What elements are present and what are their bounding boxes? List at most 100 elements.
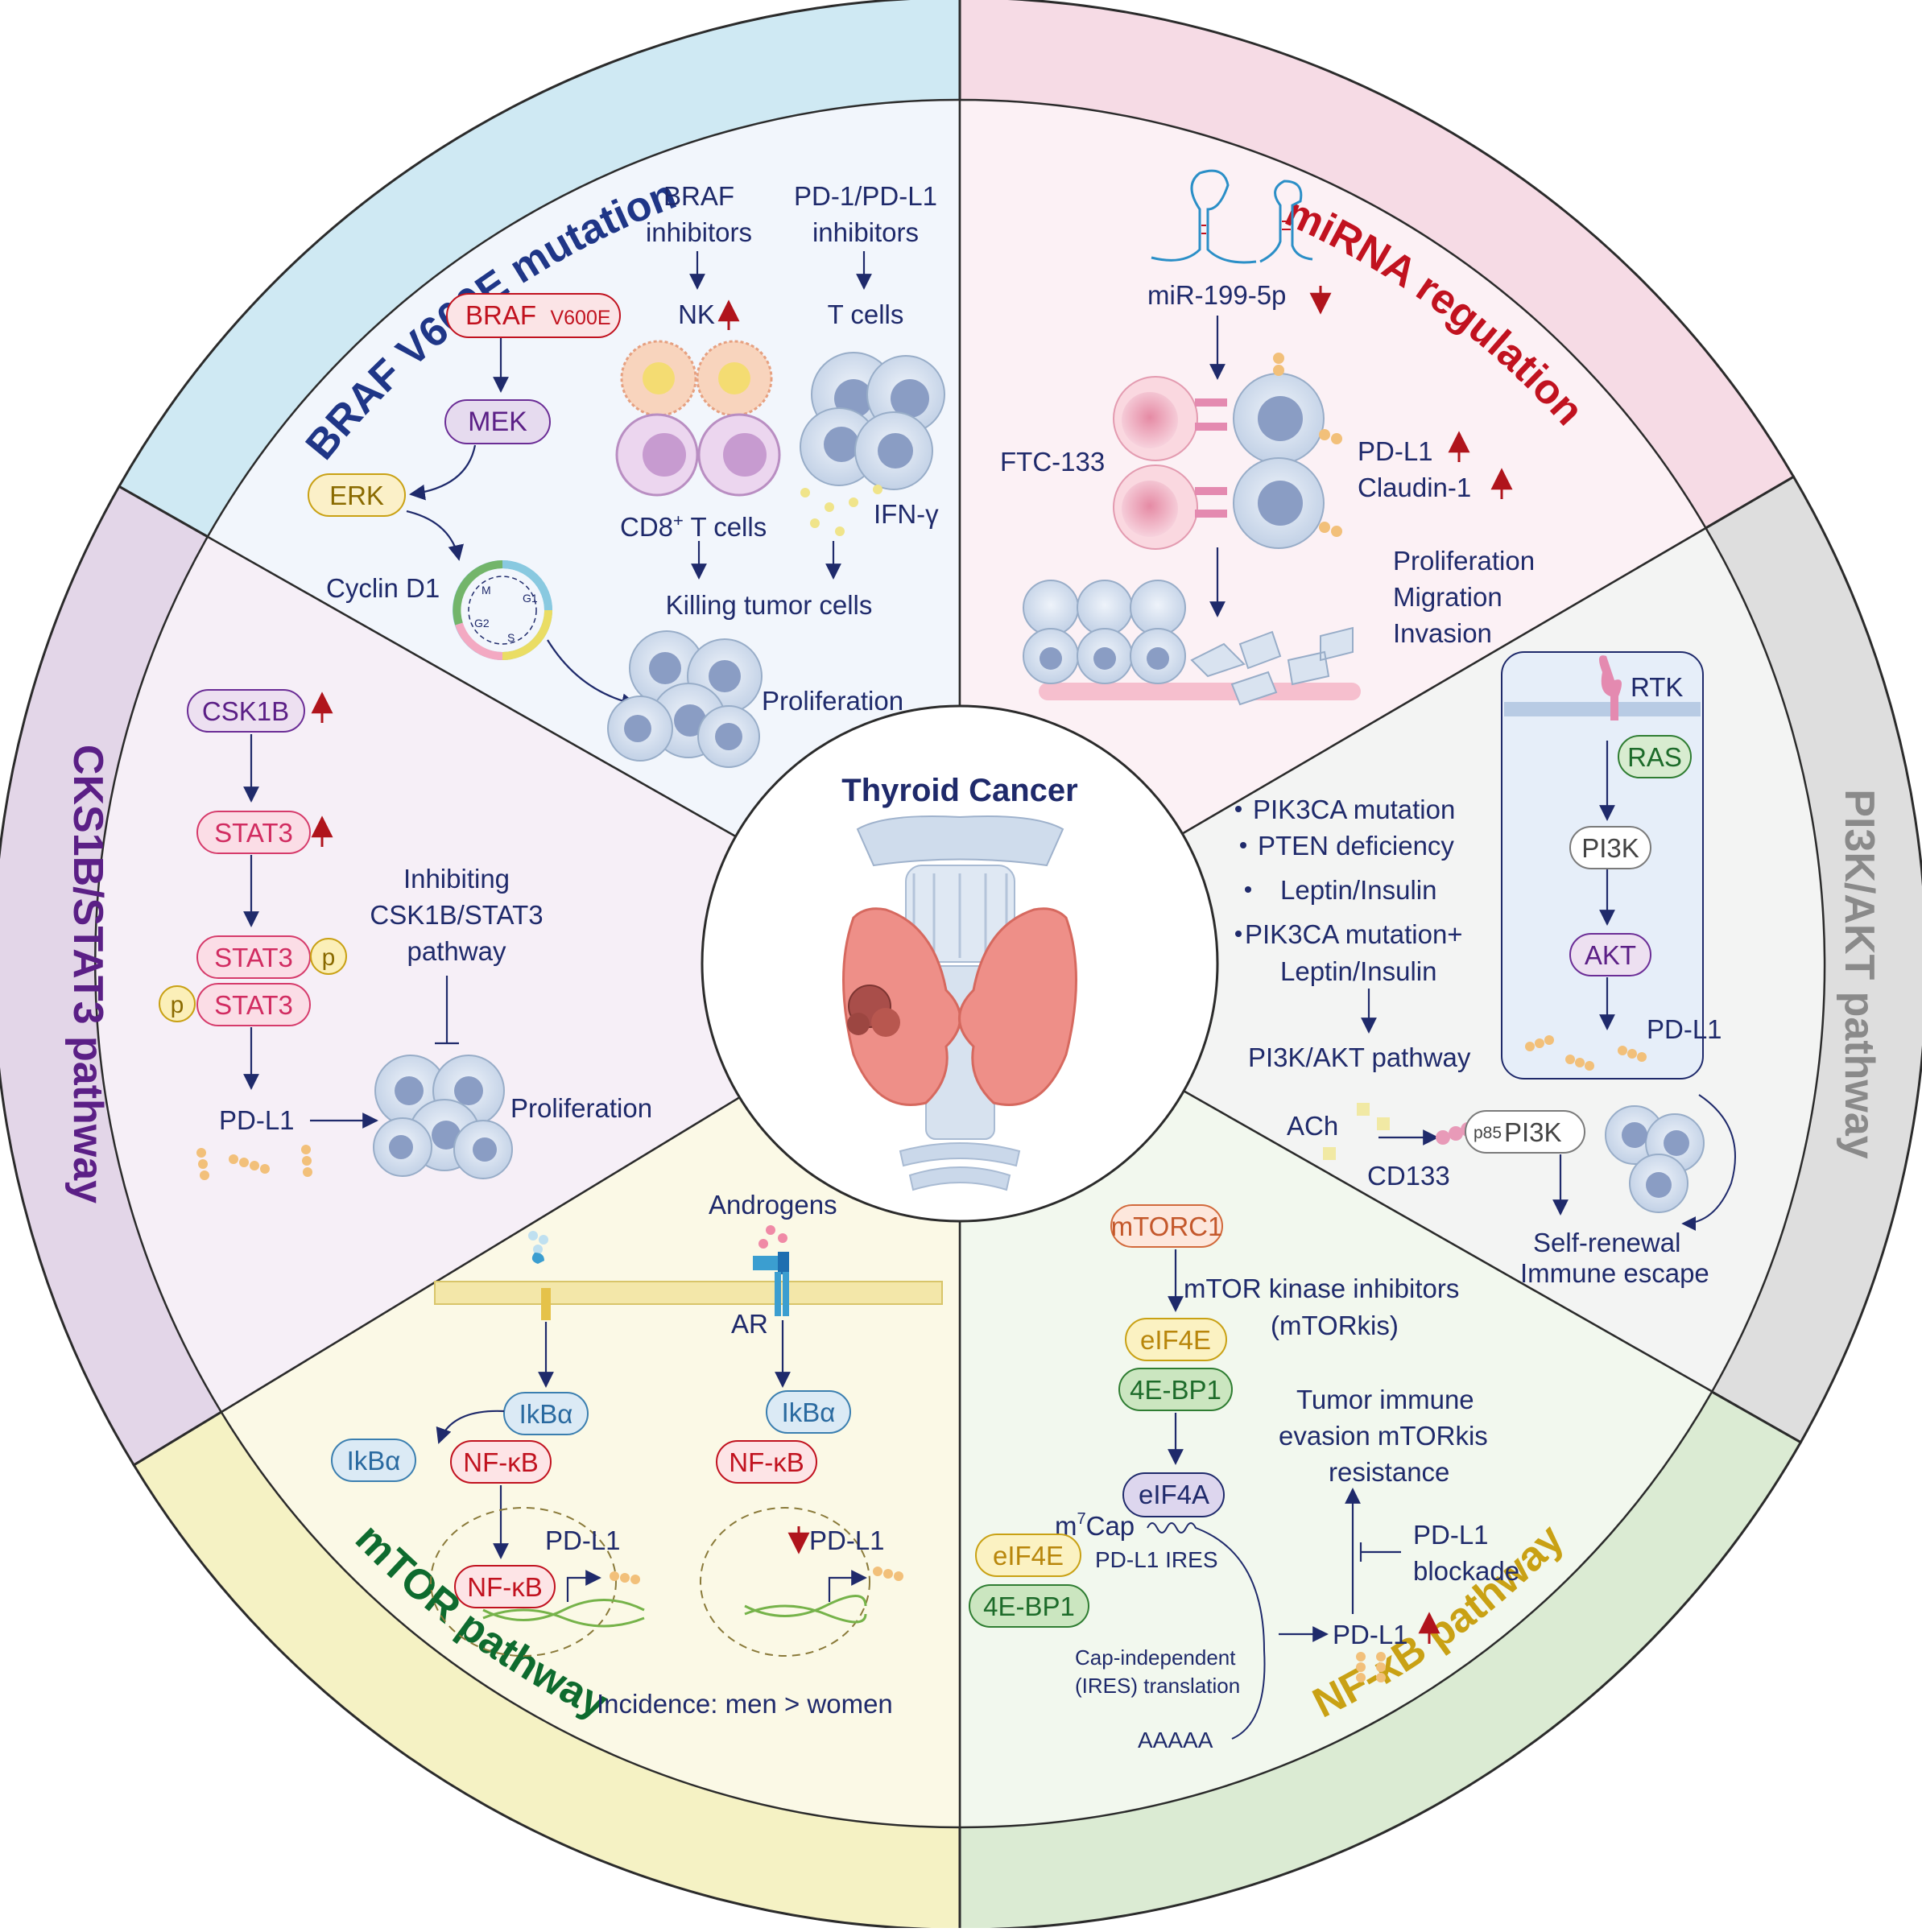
ar-receptor-icon	[753, 1252, 789, 1316]
inner-wedges	[94, 98, 1826, 1829]
ftc-label: FTC-133	[1000, 447, 1105, 477]
ikba-2-label: IkBα	[347, 1446, 401, 1476]
bp1-2-label: 4E-BP1	[983, 1591, 1075, 1621]
ar-label: AR	[731, 1309, 768, 1339]
cd8-label: CD8+ T cells	[620, 510, 767, 542]
p85-pi3k-box	[1465, 1110, 1585, 1154]
pdl1-protein	[894, 1571, 903, 1581]
mtor-pdl1-label: PD-L1	[1333, 1620, 1408, 1649]
eif4a-box	[1122, 1472, 1225, 1517]
mir-label: miR-199-5p	[1147, 280, 1286, 310]
pi3k-title: PI3K/AKT pathway	[1836, 789, 1883, 1158]
mek-box	[444, 399, 551, 444]
p85-label: p85	[1474, 1124, 1502, 1142]
cell-cycle-icon: M G1 G2 S	[453, 560, 552, 660]
androgen-particle	[758, 1239, 768, 1249]
ikba-2-box	[331, 1439, 416, 1482]
erk-label: ERK	[329, 481, 384, 510]
arrow-erk-cycle	[406, 510, 464, 561]
mtor-inhib-line2: (mTORkis)	[1271, 1311, 1399, 1340]
nfkb-2-label: NF-κB	[729, 1447, 804, 1477]
cd133-receptor	[1449, 1126, 1463, 1141]
eif4a-label: eIF4A	[1139, 1480, 1209, 1509]
pdl1-protein	[873, 1567, 882, 1576]
bullet-dot-3	[1245, 886, 1251, 893]
phospho-1	[310, 938, 347, 975]
self-renewal-label: Self-renewal	[1533, 1228, 1680, 1257]
wedge-nfkb	[220, 961, 961, 1829]
ifn-label: IFN-γ	[874, 499, 939, 529]
ikba-1-label: IkBα	[519, 1399, 573, 1429]
cd133-label: CD133	[1367, 1161, 1450, 1191]
center-panel: Thyroid Cancer	[701, 704, 1219, 1223]
mek-label: MEK	[468, 407, 527, 437]
transcription-arrow-right	[828, 1570, 867, 1602]
rtk-label: RTK	[1631, 672, 1683, 702]
cks1b-pdl1-label: PD-L1	[219, 1105, 295, 1135]
csk1b-label: CSK1B	[202, 696, 289, 726]
outcome-invasion: Invasion	[1393, 618, 1492, 648]
braf-inhib-line1: BRAF	[663, 181, 734, 211]
bullet-dot-4	[1235, 931, 1242, 937]
killing-label: Killing tumor cells	[666, 590, 873, 620]
nfkb-pdl1-2-label: PD-L1	[809, 1525, 885, 1555]
braf-v600e-label: V600E	[550, 307, 610, 329]
bp1-box	[1118, 1368, 1233, 1411]
cd133-receptor	[1436, 1130, 1450, 1145]
phospho-2	[159, 985, 196, 1022]
rtk-icon	[1599, 655, 1622, 720]
phase-g2: G2	[474, 617, 490, 630]
pi3k-pdl1-label: PD-L1	[1647, 1014, 1722, 1044]
androgen-particle	[766, 1225, 775, 1235]
immune-escape-label: Immune escape	[1520, 1258, 1709, 1288]
cks1b-content: CSK1B STAT3 STAT3 p STAT3 p PD-L1 Inhibi…	[159, 689, 652, 1180]
evasion-line2: evasion mTORkis	[1279, 1421, 1488, 1451]
incidence-label: Incidence: men > women	[597, 1689, 893, 1719]
cks1b-proliferation-label: Proliferation	[510, 1093, 652, 1123]
nfkb-membrane	[434, 1281, 943, 1305]
nk-label: NK	[678, 299, 715, 329]
braf-label: BRAF	[465, 300, 536, 330]
thyroid-illustration	[842, 815, 1077, 1191]
eif4e-2-label: eIF4E	[993, 1541, 1064, 1571]
ras-label: RAS	[1627, 742, 1682, 772]
mirna-pdl1-label: PD-L1	[1358, 436, 1433, 466]
mtor-inhib-line1: mTOR kinase inhibitors	[1184, 1274, 1459, 1303]
cks1b-inhib-line1: Inhibiting	[403, 864, 510, 894]
evasion-line1: Tumor immune	[1296, 1385, 1474, 1414]
ftc-cells-icon	[1113, 353, 1342, 550]
tumor-cells-cks1b-icon	[373, 1055, 513, 1179]
braf-inhib-line2: inhibitors	[646, 217, 752, 247]
pd1-inhib-line1: PD-1/PD-L1	[794, 181, 937, 211]
ach-label: ACh	[1287, 1111, 1338, 1141]
nucleus-right	[700, 1507, 870, 1657]
pdl1-protein	[883, 1569, 893, 1579]
akt-label: AKT	[1585, 940, 1636, 970]
transcription-arrow-left	[566, 1570, 601, 1602]
mrna-strand	[1147, 1522, 1266, 1740]
arrow-ikba-release	[436, 1410, 505, 1444]
migrating-cells-icon	[1023, 580, 1361, 706]
p-2-label: p	[171, 992, 184, 1018]
claudin-label: Claudin-1	[1358, 473, 1471, 502]
mirna-hairpin-icon	[1151, 169, 1313, 264]
pdl1-protein	[610, 1571, 619, 1581]
mtor-content: mTORC1 mTOR kinase inhibitors (mTORkis) …	[969, 1204, 1519, 1752]
mtorc1-label: mTORC1	[1111, 1212, 1223, 1241]
outcome-proliferation: Proliferation	[1393, 546, 1535, 576]
nk-cells-icon	[615, 340, 781, 497]
wedge-mtor	[958, 961, 1714, 1829]
bullet-3: Leptin/Insulin	[1280, 875, 1436, 905]
eif4e-2-box	[975, 1534, 1081, 1577]
cks1b-pdl1-proteins	[196, 1145, 312, 1180]
bp1-2-box	[969, 1584, 1089, 1628]
blockade-line2: blockade	[1413, 1556, 1519, 1586]
p-1-label: p	[322, 944, 336, 971]
dna-left	[482, 1599, 645, 1628]
braf-content: BRAF V600E MEK ERK Cyclin D1 M G1 G2 S B…	[308, 181, 945, 768]
pi3k-label: PI3K	[1581, 833, 1639, 863]
androgen-particle	[778, 1233, 787, 1243]
bp1-label: 4E-BP1	[1130, 1375, 1221, 1405]
mirna-content: miR-199-5p FTC-133 PD-L1 Claudin-1	[1000, 169, 1535, 706]
